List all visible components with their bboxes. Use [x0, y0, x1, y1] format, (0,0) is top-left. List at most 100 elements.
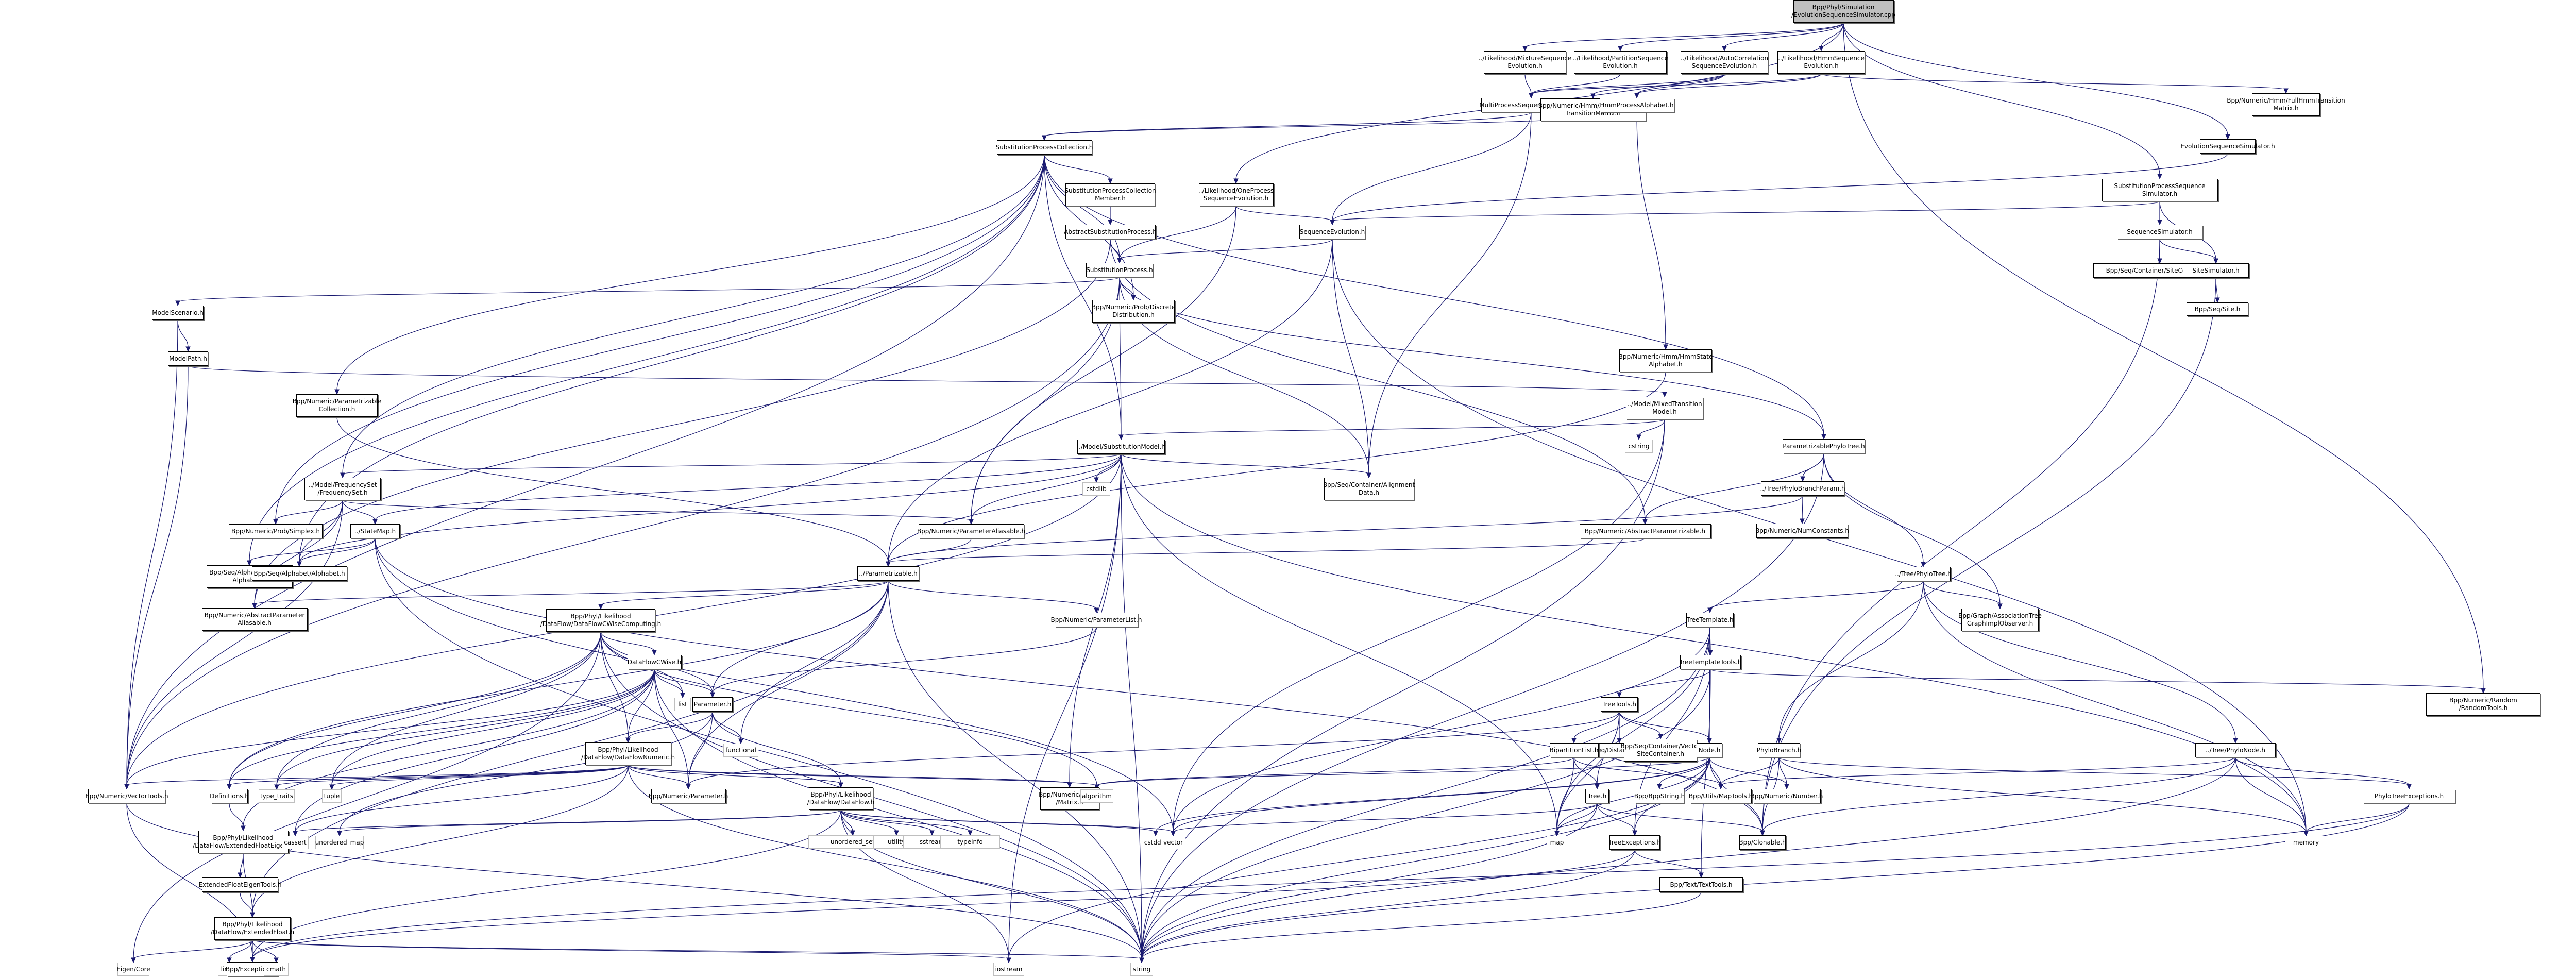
graph-node-simplex[interactable]: Bpp/Numeric/Prob/Simplex.h — [229, 524, 323, 538]
arrowhead-ppt-to-absparametrizable — [1642, 519, 1648, 525]
graph-node-aligndata[interactable]: Bpp/Seq/Container/Alignment Data.h — [1323, 478, 1415, 500]
graph-node-spss[interactable]: SubstitutionProcessSequence Simulator.h — [2102, 179, 2218, 201]
graph-node-sitesim[interactable]: SiteSimulator.h — [2183, 263, 2249, 278]
edge-root-to-autocorr — [1724, 22, 1844, 48]
graph-node-parameterh[interactable]: Parameter.h — [692, 697, 733, 712]
graph-node-evoseqsimh[interactable]: EvolutionSequenceSimulator.h — [2180, 139, 2275, 154]
graph-node-ppt[interactable]: ParametrizablePhyloTree.h — [1783, 439, 1865, 453]
graph-node-spc[interactable]: SubstitutionProcessCollection.h — [996, 140, 1093, 155]
graph-node-submodel[interactable]: ../Model/SubstitutionModel.h — [1077, 440, 1165, 454]
graph-node-modelpath[interactable]: ModelPath.h — [168, 351, 208, 366]
graph-node-algorithm: algorithm — [1080, 789, 1113, 803]
graph-node-paramlist[interactable]: Bpp/Numeric/ParameterList.h — [1051, 613, 1142, 627]
graph-node-parametrizable[interactable]: ../Parametrizable.h — [857, 566, 919, 581]
graph-node-treeexc[interactable]: TreeExceptions.h — [1608, 835, 1661, 850]
graph-node-dfcwc[interactable]: Bpp/Phyl/Likelihood /DataFlow/DataFlowCW… — [540, 609, 661, 632]
graph-node-paramcoll[interactable]: Bpp/Numeric/Parametrizable Collection.h — [293, 394, 381, 417]
graph-node-bppstring[interactable]: Bpp/BppString.h — [1634, 789, 1685, 803]
graph-node-modelscen[interactable]: ModelScenario.h — [152, 306, 204, 320]
graph-node-numconst[interactable]: Bpp/Numeric/NumConstants.h — [1755, 524, 1849, 538]
arrowhead-dfnumeric-to-dataflow — [838, 782, 843, 788]
graph-node-number[interactable]: Bpp/Numeric/Number.h — [1751, 789, 1823, 803]
graph-node-maptools[interactable]: Bpp/Utils/MapTools.h — [1689, 789, 1753, 803]
graph-node-treetemplate[interactable]: TreeTemplate.h — [1686, 613, 1734, 627]
graph-node-hmmprocalpha[interactable]: HmmProcessAlphabet.h — [1599, 98, 1674, 112]
graph-node-efeigentools[interactable]: ExtendedFloatEigenTools.h — [198, 877, 282, 892]
edge-seqsim-to-clonable — [1762, 239, 2160, 832]
graph-node-definitions[interactable]: Definitions.h — [210, 789, 249, 803]
edge-dfcwc-to-definitions — [229, 631, 601, 786]
graph-node-absparamalias[interactable]: Bpp/Numeric/AbstractParameter Aliasable.… — [201, 608, 308, 631]
arrowhead-hmmseq-to-hmmprocalpha — [1634, 93, 1639, 99]
arrowhead-spcm-to-abssp — [1108, 220, 1113, 226]
edge-sp-to-paramalias — [971, 277, 1120, 521]
graph-node-fullhmm[interactable]: Bpp/Numeric/Hmm/FullHmmTransition Matrix… — [2227, 93, 2345, 116]
edge-treetools-to-vsc — [1619, 711, 1661, 736]
graph-node-hmmstate[interactable]: Bpp/Numeric/Hmm/HmmState Alphabet.h — [1619, 349, 1713, 372]
edge-phylonode-to-memory — [2235, 757, 2307, 833]
graph-node-nodeh[interactable]: Node.h — [1697, 743, 1722, 757]
graph-node-bipart[interactable]: BipartitionList.h — [1549, 743, 1599, 757]
graph-node-efeigen[interactable]: Bpp/Phyl/Likelihood /DataFlow/ExtendedFl… — [193, 831, 294, 853]
graph-node-mixedtm[interactable]: ../Model/MixedTransition Model.h — [1626, 397, 1703, 419]
graph-node-hmmseq[interactable]: ../Likelihood/HmmSequence Evolution.h — [1777, 51, 1865, 74]
edge-parameterh-to-functional — [712, 711, 741, 740]
graph-node-texttools[interactable]: Bpp/Text/TextTools.h — [1659, 877, 1743, 892]
graph-node-ptexc[interactable]: PhyloTreeExceptions.h — [2363, 789, 2455, 803]
edge-ppt-to-absparametrizable — [1645, 453, 1824, 521]
edge-bipart-to-treeh — [1573, 757, 1598, 786]
arrowhead-phylonode-to-ptexc — [2406, 784, 2412, 790]
edge-parameterh-to-unordmap — [339, 711, 713, 833]
graph-node-treetemplatetools[interactable]: TreeTemplateTools.h — [1680, 655, 1741, 669]
graph-node-discdist[interactable]: Bpp/Numeric/Prob/Discrete Distribution.h — [1092, 300, 1175, 323]
edge-multiproc-to-seqevo — [1332, 112, 1532, 222]
graph-node-extfloat[interactable]: Bpp/Phyl/Likelihood /DataFlow/ExtendedFl… — [211, 917, 294, 940]
graph-node-treetools[interactable]: TreeTools.h — [1601, 697, 1638, 712]
edge-spc-to-ppt — [1044, 154, 1824, 436]
graph-node-randomtools[interactable]: Bpp/Numeric/Random /RandomTools.h — [2426, 693, 2540, 716]
graph-node-clonable[interactable]: Bpp/Clonable.h — [1739, 835, 1786, 850]
arrowhead-submodel-to-cstdlib — [1094, 477, 1099, 483]
graph-node-dfnumeric[interactable]: Bpp/Phyl/Likelihood /DataFlow/DataFlowNu… — [581, 742, 675, 765]
graph-node-statemap[interactable]: ../StateMap.h — [350, 524, 400, 538]
graph-node-oneproc[interactable]: ../Likelihood/OneProcess SequenceEvoluti… — [1198, 183, 1274, 206]
arrowhead-modelpath-to-mixedtm — [1662, 392, 1667, 398]
edge-treetools-to-map — [1556, 711, 1620, 833]
graph-node-assoctree[interactable]: Bpp/Graph/AssociationTree GraphImplObser… — [1958, 609, 2042, 631]
edge-ptexc-to-string — [1141, 803, 2410, 959]
arrowhead-seqsim-to-sitesim — [2213, 258, 2218, 264]
graph-node-absparametrizable[interactable]: Bpp/Numeric/AbstractParametrizable.h — [1579, 524, 1711, 538]
edge-dfnumeric-to-string — [628, 765, 1142, 959]
arrowhead-autocorr-to-autocorrtm — [1590, 93, 1596, 99]
graph-node-treeh[interactable]: Tree.h — [1585, 789, 1609, 803]
graph-node-paramalias[interactable]: Bpp/Numeric/ParameterAliasable.h — [917, 524, 1025, 538]
graph-node-phylotree[interactable]: ../Tree/PhyloTree.h — [1895, 567, 1952, 581]
edge-hmmprocalpha-to-hmmstate — [1636, 112, 1666, 346]
arrowhead-parametrizable-to-dfcwc — [598, 604, 603, 610]
graph-node-seqsim[interactable]: SequenceSimulator.h — [2117, 225, 2202, 239]
graph-node-numparam[interactable]: Bpp/Numeric/Parameter.h — [649, 789, 728, 803]
graph-node-vsc[interactable]: Bpp/Seq/Container/Vector SiteContainer.h — [1620, 739, 1701, 762]
graph-node-alpha[interactable]: Bpp/Seq/Alphabet/Alphabet.h — [251, 566, 347, 581]
graph-node-freqset[interactable]: ../Model/FrequencySet /FrequencySet.h — [304, 478, 381, 500]
graph-node-dataflow[interactable]: Bpp/Phyl/Likelihood /DataFlow/DataFlow.h — [807, 787, 874, 810]
edge-treetemplatetools-to-randomtools — [1710, 669, 2484, 690]
arrowhead-treeexc-to-texttools — [1699, 872, 1704, 879]
graph-node-sp[interactable]: SubstitutionProcess.h — [1086, 263, 1153, 277]
graph-node-phylonode[interactable]: ../Tree/PhyloNode.h — [2195, 743, 2276, 757]
graph-node-dfcwise[interactable]: DataFlowCWise.h — [627, 655, 682, 669]
edge-treetemplatetools-to-string — [1141, 669, 1711, 959]
graph-node-phylobranch[interactable]: PhyloBranch.h — [1757, 743, 1801, 757]
graph-node-vectortools[interactable]: Bpp/Numeric/VectorTools.h — [85, 789, 168, 803]
graph-node-mixture[interactable]: ../Likelihood/MixtureSequence Evolution.… — [1479, 51, 1571, 74]
graph-node-spcm[interactable]: SubstitutionProcessCollection Member.h — [1064, 183, 1156, 206]
graph-node-abssp[interactable]: AbstractSubstitutionProcess.h — [1064, 225, 1157, 239]
graph-node-partition[interactable]: ../Likelihood/PartitionSequence Evolutio… — [1572, 51, 1668, 74]
graph-node-site[interactable]: Bpp/Seq/Site.h — [2187, 302, 2248, 316]
graph-node-pbp[interactable]: ../Tree/PhyloBranchParam.h — [1760, 481, 1845, 496]
graph-node-autocorr[interactable]: ../Likelihood/AutoCorrelation SequenceEv… — [1681, 51, 1768, 74]
edge-spc-to-paramcoll — [336, 154, 1045, 391]
graph-node-root[interactable]: Bpp/Phyl/Simulation /EvolutionSequenceSi… — [1791, 0, 1895, 23]
graph-node-seqevo[interactable]: SequenceEvolution.h — [1299, 225, 1365, 239]
edge-multiproc-to-aligndata — [1368, 112, 1532, 475]
